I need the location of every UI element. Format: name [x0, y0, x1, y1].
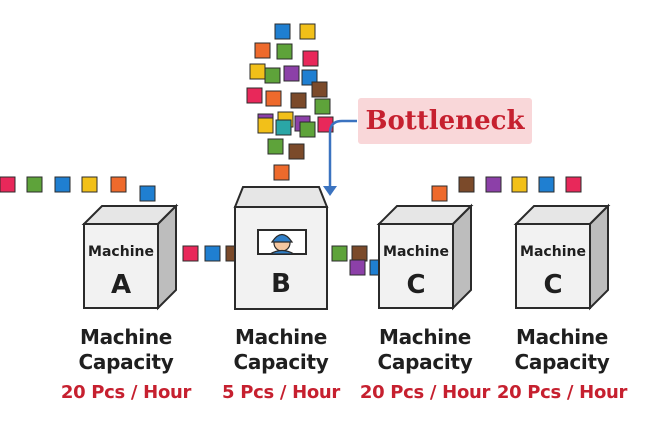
machine-top-label: Machine [88, 244, 154, 260]
work-item-square [81, 176, 98, 193]
work-item-square [485, 176, 502, 193]
work-item-square [301, 69, 318, 86]
work-item-square [246, 87, 263, 104]
work-item-square [267, 138, 284, 155]
work-item-square [511, 176, 528, 193]
work-item-square [458, 176, 475, 193]
capacity-title: Capacity [514, 350, 610, 374]
machine-letter: B [271, 269, 291, 299]
capacity-title: Machine [79, 325, 173, 349]
work-item-square [264, 67, 281, 84]
work-item-square [299, 121, 316, 138]
work-item-square [204, 245, 221, 262]
work-item-square [351, 245, 368, 262]
work-item-square [249, 63, 266, 80]
machine-top-label: Machine [383, 244, 449, 260]
machine-letter: C [406, 270, 425, 300]
machine-side-face [452, 203, 472, 311]
work-item-square [110, 176, 127, 193]
capacity-title: Machine [234, 325, 328, 349]
work-item-square [283, 65, 300, 82]
machine-top-face [233, 186, 329, 208]
machine-front-face [515, 223, 591, 309]
capacity-value: 5 Pcs / Hour [222, 382, 340, 403]
work-item-square [275, 119, 292, 136]
work-item-square [288, 143, 305, 160]
capacity-value: 20 Pcs / Hour [60, 382, 192, 403]
work-item-square [0, 176, 16, 193]
worker-helmet-icon [267, 233, 297, 255]
work-item-square [254, 42, 271, 59]
machine-top-label: Machine [520, 244, 586, 260]
work-item-square [290, 92, 307, 109]
work-item-square [349, 259, 366, 276]
work-item-square [182, 245, 199, 262]
machine-front-face [378, 223, 454, 309]
work-item-square [265, 90, 282, 107]
machine-front-face [234, 206, 328, 310]
machine-letter: A [111, 270, 131, 300]
work-item-square [273, 164, 290, 181]
machine-side-face [157, 203, 177, 311]
work-item-square [276, 43, 293, 60]
work-item-square [331, 245, 348, 262]
machine-side-face [589, 203, 609, 311]
work-item-square [257, 117, 274, 134]
capacity-value: 20 Pcs / Hour [496, 382, 628, 403]
work-item-square [274, 23, 291, 40]
work-item-square [565, 176, 582, 193]
work-item-square [54, 176, 71, 193]
work-item-square [314, 98, 331, 115]
work-item-square [26, 176, 43, 193]
work-item-square [302, 50, 319, 67]
capacity-title: Capacity [78, 350, 174, 374]
work-item-square [311, 81, 328, 98]
capacity-title: Capacity [377, 350, 473, 374]
bottleneck-callout: Bottleneck [358, 98, 532, 144]
capacity-title: Machine [378, 325, 472, 349]
capacity-title: Machine [515, 325, 609, 349]
work-item-square [538, 176, 555, 193]
work-item-square [139, 185, 156, 202]
machine-front-face [83, 223, 159, 309]
capacity-title: Capacity [233, 350, 329, 374]
arrow-head [323, 186, 337, 196]
machine-b: B [233, 186, 329, 310]
work-item-square [431, 185, 448, 202]
capacity-value: 20 Pcs / Hour [359, 382, 491, 403]
curved-arrow-icon [328, 119, 357, 186]
machine-letter: C [543, 270, 562, 300]
work-item-square [299, 23, 316, 40]
